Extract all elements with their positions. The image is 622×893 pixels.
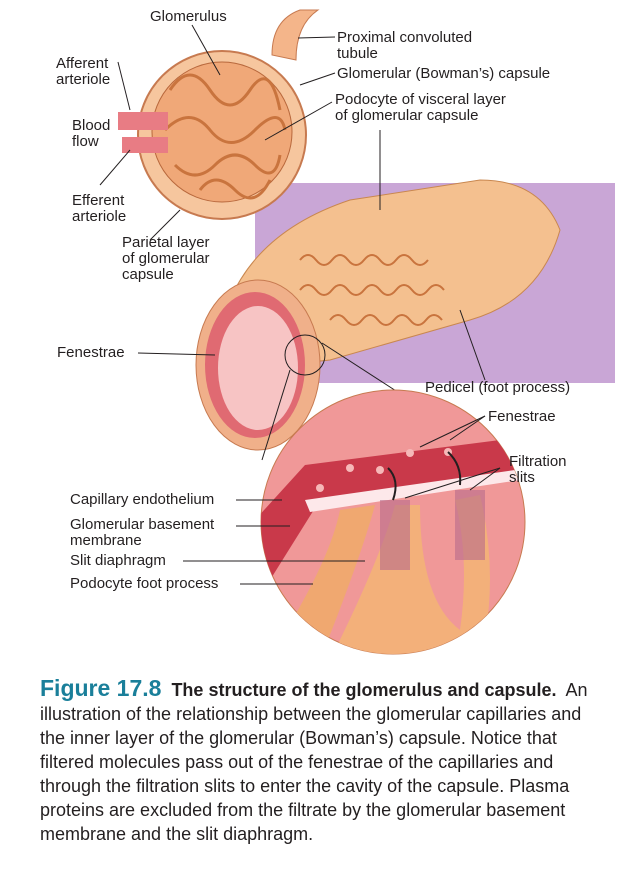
label-fenestrae-right: Fenestrae (488, 408, 556, 425)
figure-caption: Figure 17.8 The structure of the glomerul… (40, 676, 600, 846)
label-line: arteriole (72, 208, 127, 225)
filtration-arrow (447, 451, 462, 486)
label-fenestrae-left: Fenestrae (57, 344, 125, 361)
label-line: of glomerular capsule (335, 107, 479, 124)
proximal-tubule (271, 9, 320, 61)
label-line: Efferent (72, 192, 125, 209)
label-bowman-capsule: Glomerular (Bowman’s) capsule (337, 65, 551, 82)
magnify-circle-small (284, 334, 326, 376)
figure-number: Figure 17.8 (40, 675, 162, 701)
figure-body: An illustration of the relationship betw… (40, 680, 588, 844)
label-line: flow (72, 133, 99, 150)
label-line: Blood (72, 117, 111, 134)
label-slit-diaphragm: Slit diaphragm (70, 552, 166, 569)
label-podocyte-foot-process: Podocyte foot process (70, 575, 219, 592)
label-line: Parietal layer (122, 234, 210, 251)
label-line: Glomerular basement (70, 516, 215, 533)
label-capillary-endothelium: Capillary endothelium (70, 491, 215, 508)
efferent-arteriole (122, 137, 168, 153)
label-line: Podocyte of visceral layer (335, 91, 506, 108)
filtration-arrow (387, 467, 397, 501)
label-line: slits (509, 469, 535, 486)
label-glomerulus: Glomerulus (150, 8, 227, 25)
glomerulus-illustration (99, 9, 615, 655)
label-line: arteriole (56, 71, 111, 88)
label-line: membrane (70, 532, 142, 549)
label-line: tubule (337, 45, 378, 62)
label-line: of glomerular (122, 250, 210, 267)
label-line: Proximal convoluted (337, 29, 473, 46)
afferent-arteriole (118, 112, 168, 130)
figure-title: The structure of the glomerulus and caps… (171, 680, 557, 700)
label-pedicel: Pedicel (foot process) (425, 379, 571, 396)
label-line: Afferent (56, 55, 109, 72)
label-line: capsule (122, 266, 174, 283)
label-line: Filtration (509, 453, 567, 470)
